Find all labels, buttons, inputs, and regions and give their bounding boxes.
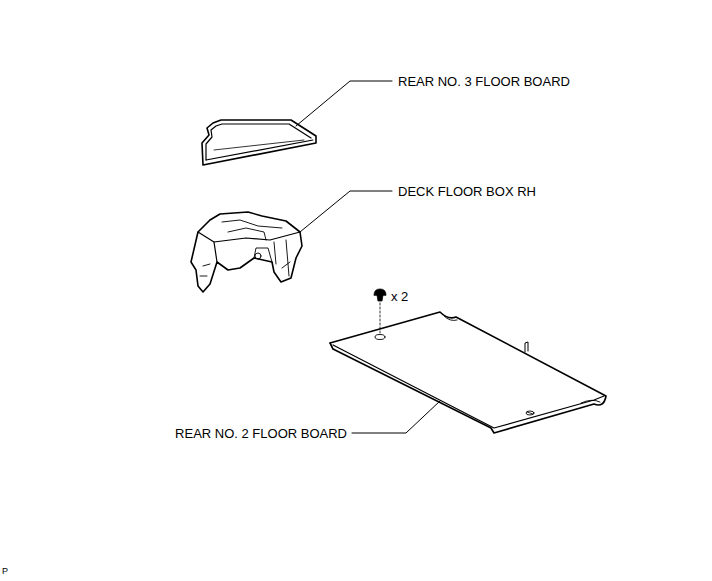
page-mark: P xyxy=(2,564,8,579)
part-label: DECK FLOOR BOX RH xyxy=(398,184,536,199)
rear-no2-floor-board xyxy=(330,312,606,433)
leader-line xyxy=(296,81,440,433)
quantity-label: x 2 xyxy=(391,289,408,304)
deck-floor-box-rh xyxy=(191,212,302,292)
rear-no3-floor-board xyxy=(202,120,316,165)
part-label: REAR NO. 2 FLOOR BOARD xyxy=(175,426,347,441)
clip-symbol xyxy=(374,289,386,334)
part-label: REAR NO. 3 FLOOR BOARD xyxy=(398,74,570,89)
